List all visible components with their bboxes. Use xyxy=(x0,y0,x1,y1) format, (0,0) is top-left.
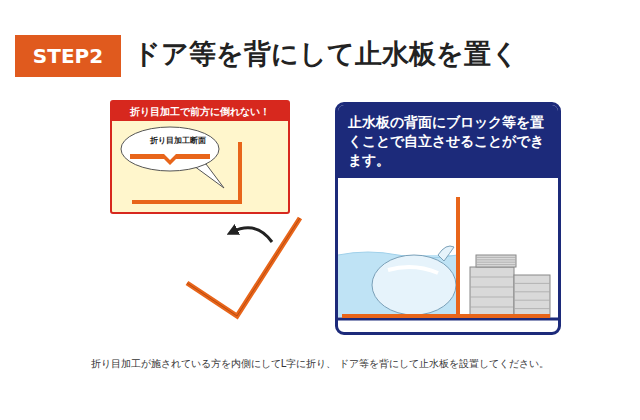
panel-header: 止水板の背面にブロック等を置くことで自立させることができます。 xyxy=(338,105,558,178)
callout-header: 折り目加工で前方に倒れない！ xyxy=(112,102,288,121)
water-plate xyxy=(342,197,550,316)
folded-plate xyxy=(187,218,300,316)
bubble-body xyxy=(121,127,219,171)
bubble-outline xyxy=(120,126,220,172)
bubble-label: 折り目加工断面 xyxy=(120,126,236,146)
water xyxy=(338,255,457,317)
step-label: STEP2 xyxy=(33,44,103,68)
info-panel: 止水板の背面にブロック等を置くことで自立させることができます。 xyxy=(335,102,561,335)
blocks xyxy=(470,255,550,317)
crease-section xyxy=(130,154,210,165)
sandbag-knot xyxy=(438,246,454,261)
plate-edge xyxy=(187,218,300,316)
step-title: ドア等を背にして止水板を置く xyxy=(133,36,519,72)
speech-bubble: 折り目加工断面 xyxy=(120,126,236,172)
bubble-tail xyxy=(194,164,224,188)
sandbag-shine xyxy=(388,267,438,273)
fold-arrow xyxy=(232,228,272,242)
sandbag xyxy=(372,255,456,315)
step-badge: STEP2 xyxy=(15,35,121,77)
caption: 折り目加工が施されている方を内側にしてL字に折り、 ドア等を背にして止水板を設置… xyxy=(40,357,600,371)
callout-box: 折り目加工で前方に倒れない！ 折り目加工断面 xyxy=(110,100,290,214)
